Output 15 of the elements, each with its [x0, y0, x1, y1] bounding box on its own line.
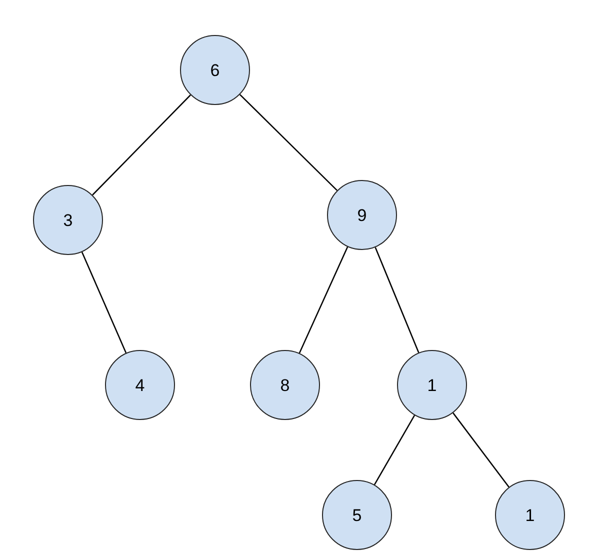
node-value: 3 [63, 212, 73, 228]
tree-edge [239, 94, 338, 191]
node-value: 9 [357, 206, 367, 224]
node-value: 1 [427, 376, 437, 394]
tree-edge [92, 94, 191, 196]
tree-edge [298, 246, 348, 354]
tree-edge [452, 412, 510, 488]
node-value: 4 [135, 376, 145, 394]
node-value: 5 [352, 506, 362, 524]
node-value: 1 [525, 506, 535, 524]
tree-edge [81, 252, 127, 354]
node-value: 6 [210, 62, 220, 78]
tree-edge [374, 415, 416, 485]
tree-edge [374, 247, 420, 353]
node-value: 8 [280, 376, 290, 394]
